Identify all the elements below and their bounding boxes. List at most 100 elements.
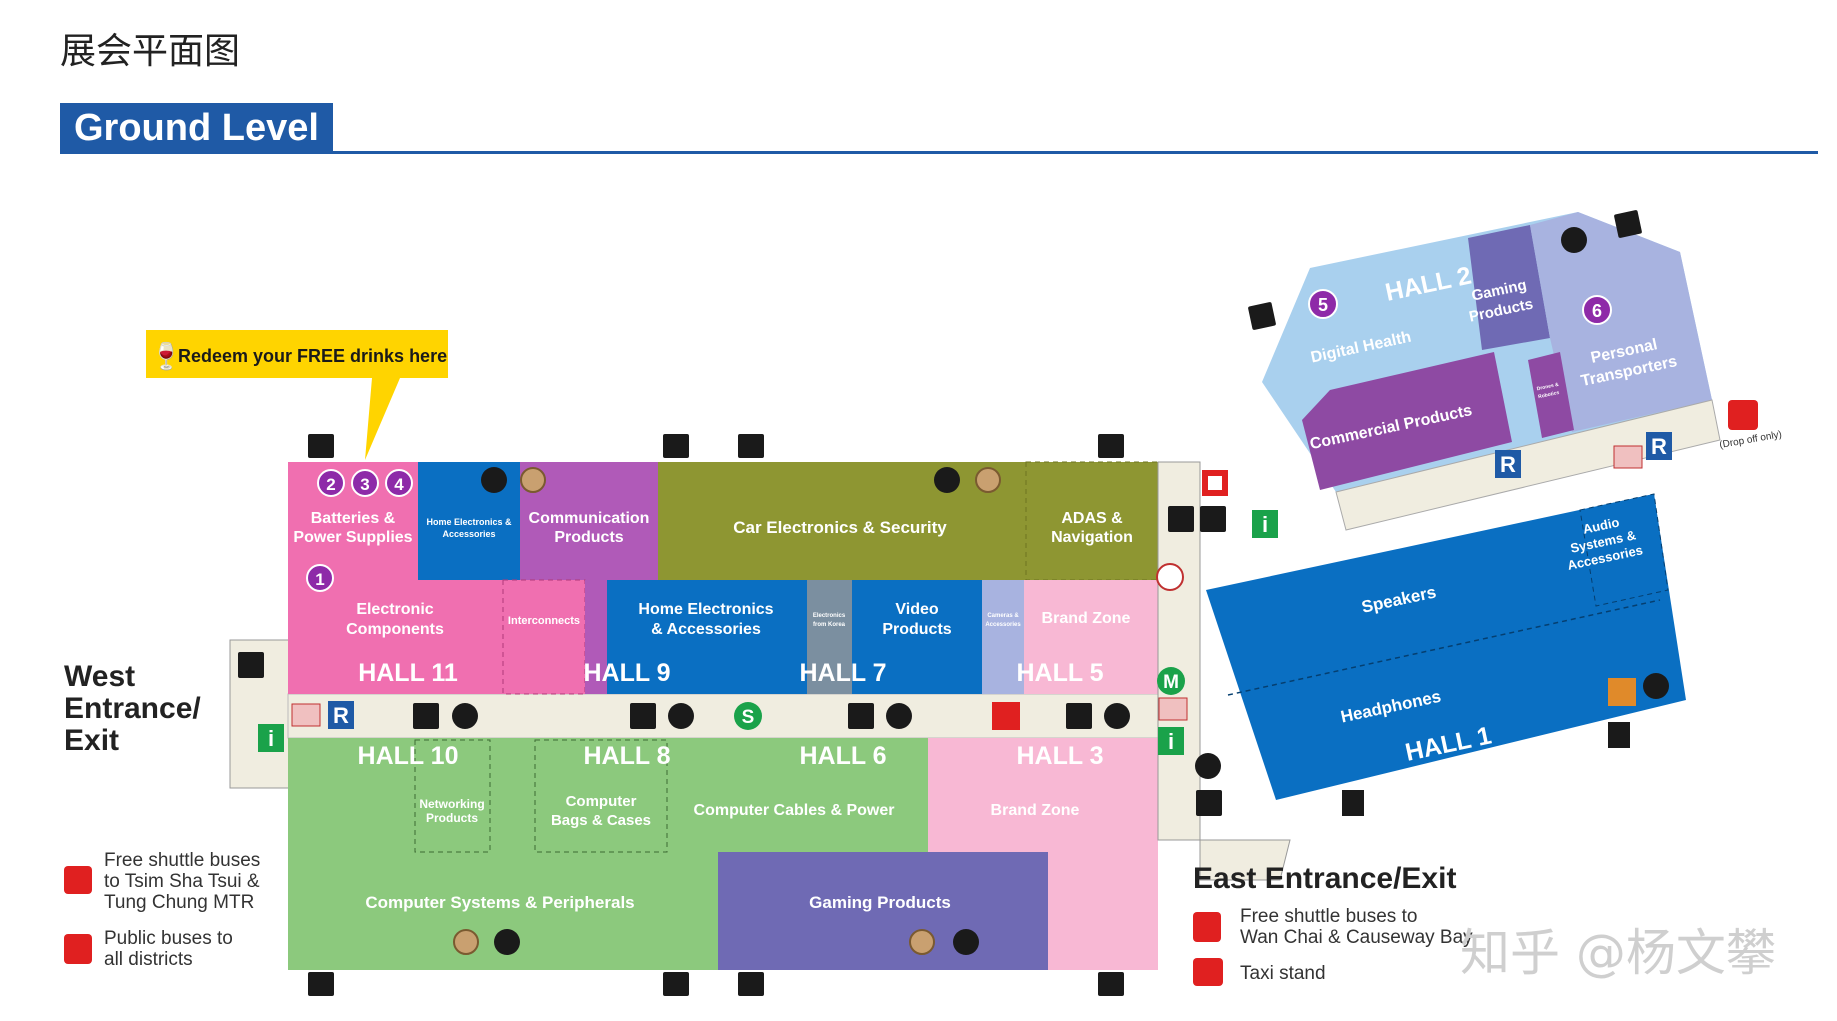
first-aid-station-icon bbox=[992, 702, 1020, 730]
shuttle-bus-icon bbox=[1193, 912, 1221, 942]
legend-shuttle-east-2: Wan Chai & Causeway Bay bbox=[1240, 927, 1473, 948]
zone-brand-zone-5[interactable] bbox=[1024, 580, 1158, 694]
label-interconnects: Interconnects bbox=[508, 615, 580, 627]
hall-6-label: HALL 6 bbox=[799, 742, 886, 770]
legend-taxi: Taxi stand bbox=[1240, 963, 1326, 984]
zone-computer-bags[interactable] bbox=[534, 739, 668, 853]
zone-cameras[interactable] bbox=[982, 580, 1024, 694]
level-underline bbox=[60, 151, 1818, 154]
callout-text: Redeem your FREE drinks here bbox=[178, 346, 447, 366]
label-communication-2: Products bbox=[554, 529, 623, 546]
zone-car-electronics[interactable] bbox=[658, 462, 1026, 580]
west-entrance-label-3: Exit bbox=[64, 724, 119, 757]
coffee-icon bbox=[886, 703, 912, 729]
escalator-icon bbox=[848, 703, 874, 729]
restroom-icon bbox=[738, 434, 764, 458]
escalator-icon bbox=[1066, 703, 1092, 729]
restroom-icon bbox=[1342, 790, 1364, 816]
svg-text:i: i bbox=[1262, 512, 1268, 537]
legend-shuttle-west-2: to Tsim Sha Tsui & bbox=[104, 871, 260, 892]
label-communication: Communication bbox=[529, 510, 650, 527]
hall2-gaming[interactable] bbox=[1468, 225, 1550, 350]
restroom-icon bbox=[663, 972, 689, 996]
coffee-icon bbox=[668, 703, 694, 729]
marker-4[interactable]: 4 bbox=[385, 469, 413, 497]
hall2-commercial[interactable] bbox=[1302, 352, 1512, 490]
svg-text:M: M bbox=[1163, 672, 1179, 693]
legend-public-bus-2: all districts bbox=[104, 949, 193, 970]
free-drinks-callout[interactable]: Redeem your FREE drinks here 🍷 bbox=[146, 330, 448, 460]
hall2-corridor bbox=[1335, 399, 1721, 531]
lift-icon bbox=[1168, 506, 1194, 532]
watermark: 知乎 @杨文攀 bbox=[1460, 924, 1776, 982]
escalator-icon bbox=[630, 703, 656, 729]
zone-gaming-products[interactable] bbox=[718, 852, 1048, 970]
hall1[interactable] bbox=[1206, 494, 1686, 800]
escalator-icon bbox=[238, 652, 264, 678]
label-home-elec-small: Home Electronics & bbox=[426, 517, 512, 527]
west-entrance-label-2: Entrance/ bbox=[64, 692, 201, 725]
zone-networking[interactable] bbox=[414, 739, 491, 853]
shuttle-bus-icon bbox=[64, 866, 92, 894]
zone-electronics-korea[interactable] bbox=[807, 580, 852, 694]
hall2-drones[interactable] bbox=[1528, 352, 1574, 438]
label-batteries-2: Power Supplies bbox=[293, 529, 412, 546]
first-aid-cross-icon bbox=[1208, 476, 1222, 490]
label-home-elec-2: & Accessories bbox=[651, 621, 761, 638]
cafe-icon bbox=[520, 467, 546, 493]
legend-shuttle-west: Free shuttle buses bbox=[104, 850, 260, 871]
marker-1[interactable]: 1 bbox=[306, 564, 334, 592]
east-connector bbox=[1157, 461, 1291, 881]
hall1-audio[interactable] bbox=[1579, 493, 1669, 607]
restroom-icon bbox=[308, 972, 334, 996]
info-icon-east[interactable]: i bbox=[1158, 727, 1184, 755]
public-bus-icon bbox=[64, 934, 92, 964]
registration-icon-hall2[interactable]: R bbox=[1495, 450, 1521, 478]
escalator-icon bbox=[413, 703, 439, 729]
hall-10-label: HALL 10 bbox=[358, 742, 459, 770]
registration-icon-west[interactable]: R bbox=[328, 701, 354, 729]
marker-6[interactable]: 6 bbox=[1582, 295, 1612, 325]
east-entrance-label: East Entrance/Exit bbox=[1193, 862, 1456, 895]
hall2-personal[interactable] bbox=[1530, 212, 1712, 432]
zone-interconnects[interactable] bbox=[502, 579, 586, 695]
restaurant-icon bbox=[481, 467, 507, 493]
label-adas-2: Navigation bbox=[1051, 529, 1133, 546]
restaurant-icon bbox=[494, 929, 520, 955]
svg-text:R: R bbox=[333, 703, 349, 728]
label-gaming: Gaming Products bbox=[809, 893, 951, 912]
label-bags: Computer bbox=[566, 793, 637, 810]
marker-2[interactable]: 2 bbox=[317, 469, 345, 497]
zone-video-products[interactable] bbox=[852, 580, 982, 694]
mtr-m-marker[interactable]: M bbox=[1157, 667, 1185, 695]
hall-3-label: HALL 3 bbox=[1016, 742, 1103, 770]
hall-7-label: HALL 7 bbox=[799, 659, 886, 687]
registration-icon-hall2-east[interactable]: R bbox=[1646, 432, 1672, 460]
info-icon-west[interactable]: i bbox=[258, 724, 284, 752]
restroom-icon bbox=[1098, 972, 1124, 996]
shuttle-s-marker[interactable]: S bbox=[734, 702, 762, 730]
restroom-icon bbox=[1248, 302, 1276, 330]
book-icon bbox=[1613, 445, 1643, 469]
escalator-icon bbox=[1196, 790, 1222, 816]
info-icon-hall2[interactable]: i bbox=[1252, 510, 1278, 538]
restroom-icon bbox=[663, 434, 689, 458]
hall-5-label: HALL 5 bbox=[1016, 659, 1103, 687]
bus-icon bbox=[1728, 400, 1758, 430]
drink-icon: 🍷 bbox=[150, 341, 182, 372]
coffee-icon bbox=[452, 703, 478, 729]
book-icon bbox=[1158, 697, 1188, 721]
restroom-icon bbox=[738, 972, 764, 996]
zone-electronic-components[interactable] bbox=[288, 580, 503, 694]
label-cables: Computer Cables & Power bbox=[694, 802, 895, 819]
svg-text:4: 4 bbox=[394, 475, 404, 494]
label-home-elec-small-2: Accessories bbox=[442, 529, 495, 539]
marker-5[interactable]: 5 bbox=[1308, 289, 1338, 319]
svg-text:i: i bbox=[1168, 729, 1174, 754]
souvenir-icon bbox=[1608, 678, 1636, 706]
zone-home-electronics[interactable] bbox=[607, 580, 807, 694]
label-electronic: Electronic bbox=[356, 601, 433, 618]
restroom-icon bbox=[1098, 434, 1124, 458]
zone-adas[interactable] bbox=[1025, 461, 1159, 581]
marker-3[interactable]: 3 bbox=[351, 469, 379, 497]
